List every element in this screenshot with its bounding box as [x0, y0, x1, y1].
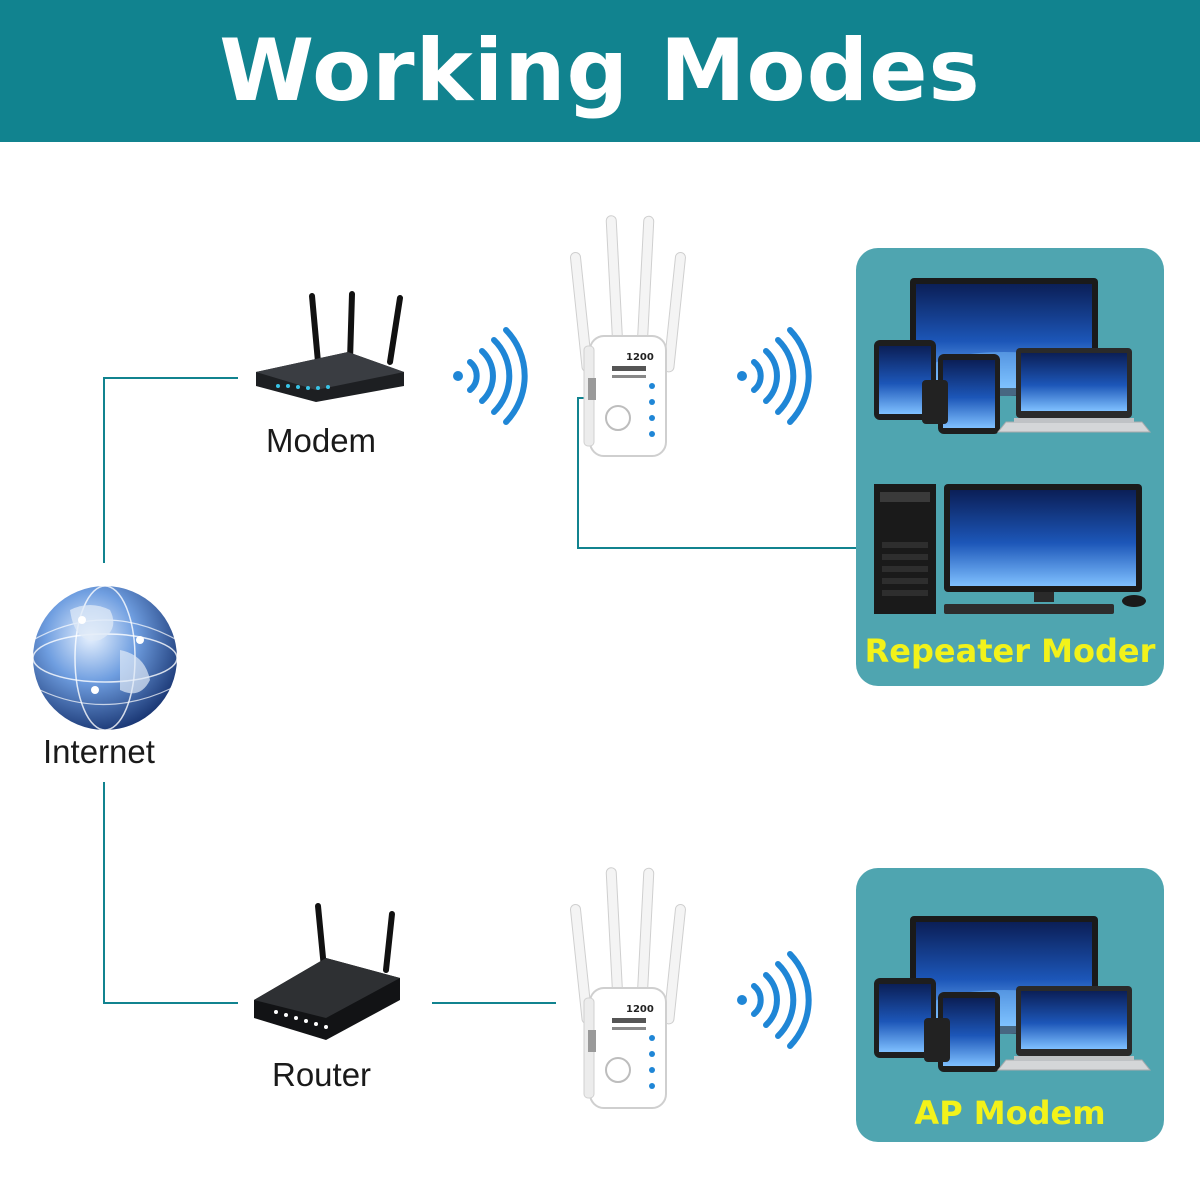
internet-globe-icon	[32, 585, 178, 731]
extender-model-label: 1200	[626, 1004, 654, 1015]
phone-icon	[922, 380, 948, 424]
router-icon	[254, 903, 400, 1040]
router-label: Router	[272, 1056, 372, 1093]
devices-illustration	[874, 278, 1151, 614]
wifi-icon	[737, 330, 809, 422]
wifi-icon	[737, 954, 809, 1046]
modem-label: Modem	[266, 422, 377, 459]
panel-caption: Repeater Moder	[864, 632, 1156, 670]
desktop-tower-icon	[874, 484, 936, 614]
devices-illustration	[874, 916, 1151, 1072]
repeater-mode-panel: Repeater Moder	[856, 248, 1164, 686]
laptop-icon	[997, 347, 1151, 433]
title-banner: Working Modes	[0, 0, 1200, 142]
modem-icon	[256, 291, 404, 402]
extender-top-icon	[569, 214, 687, 457]
connection-lines	[103, 377, 866, 1004]
panel-caption: AP Modem	[914, 1094, 1106, 1132]
internet-label: Internet	[43, 733, 155, 770]
desktop-monitor-icon	[944, 484, 1146, 614]
wifi-icon	[453, 330, 525, 422]
extender-bottom-icon	[569, 866, 687, 1109]
phone-icon	[924, 1018, 950, 1062]
laptop-icon	[997, 985, 1151, 1071]
ap-mode-panel: AP Modem	[856, 868, 1164, 1142]
page-title: Working Modes	[219, 21, 981, 121]
extender-model-label: 1200	[626, 352, 654, 363]
